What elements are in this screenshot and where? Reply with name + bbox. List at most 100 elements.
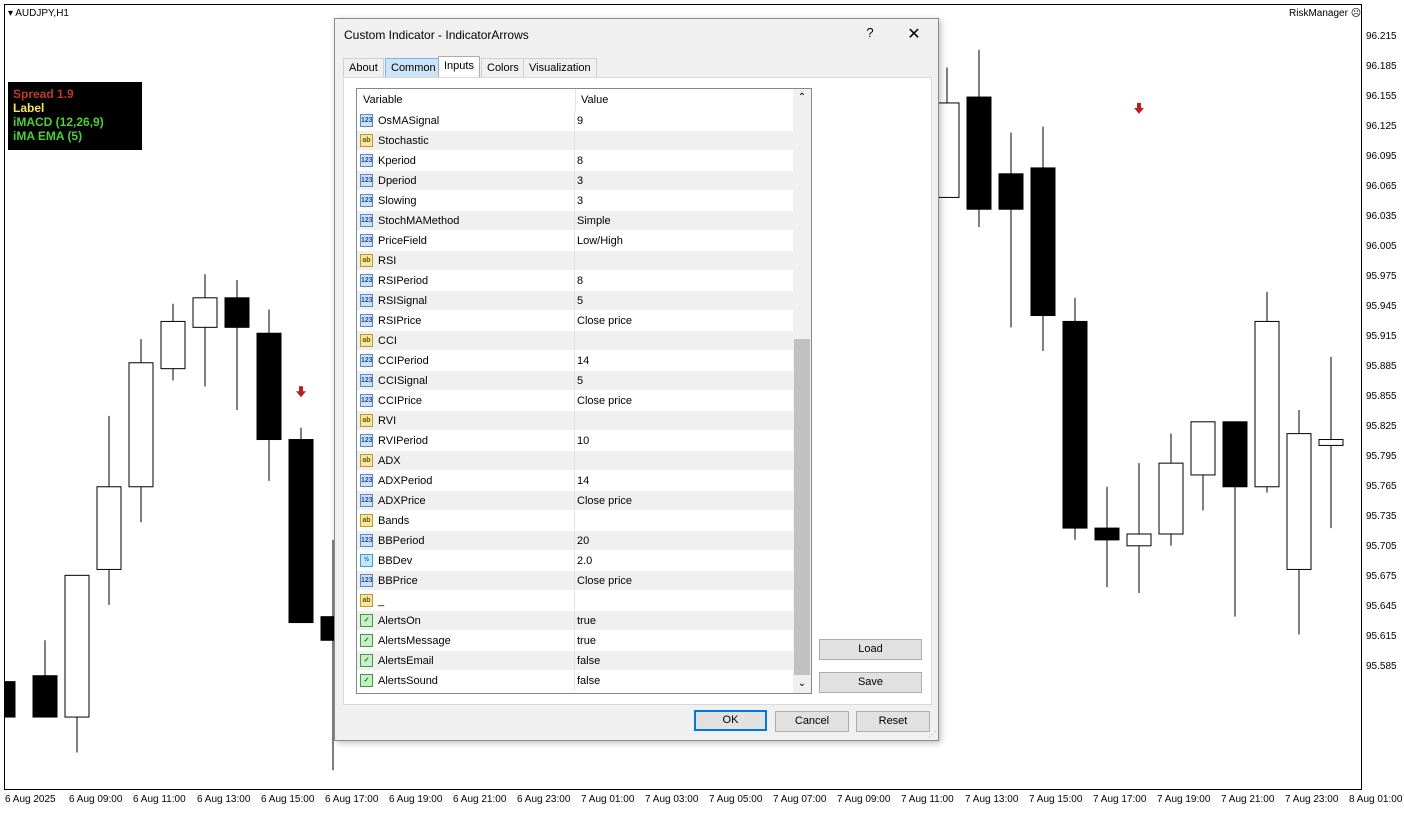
input-value[interactable]: Close price xyxy=(577,575,633,587)
header-value[interactable]: Value xyxy=(581,94,609,106)
input-value[interactable]: 20 xyxy=(577,535,590,547)
scroll-up-icon[interactable]: ⌃ xyxy=(797,92,807,103)
input-row[interactable]: ab_ xyxy=(357,591,793,611)
input-value[interactable]: Low/High xyxy=(577,235,623,247)
input-value[interactable]: true xyxy=(577,635,596,647)
bearish-candle xyxy=(288,439,314,624)
dialog-title: Custom Indicator - IndicatorArrows xyxy=(344,28,529,42)
scroll-thumb[interactable] xyxy=(794,339,810,675)
cancel-button[interactable]: Cancel xyxy=(775,711,849,732)
sell-arrow-icon xyxy=(1134,102,1144,114)
tab-about[interactable]: About xyxy=(343,58,384,77)
close-button[interactable]: ✕ xyxy=(907,26,921,43)
input-variable: Dperiod xyxy=(378,175,417,187)
scroll-down-icon[interactable]: ⌄ xyxy=(797,678,807,689)
column-divider xyxy=(574,671,575,691)
price-tick: 95.615 xyxy=(1366,631,1397,642)
input-variable: AlertsMessage xyxy=(378,635,451,647)
time-tick: 6 Aug 23:00 xyxy=(517,794,571,805)
time-tick: 7 Aug 01:00 xyxy=(581,794,635,805)
time-tick: 6 Aug 11:00 xyxy=(133,794,186,805)
input-value[interactable]: Close price xyxy=(577,395,633,407)
input-value[interactable]: Close price xyxy=(577,495,633,507)
input-value[interactable]: 2.0 xyxy=(577,555,593,567)
help-button[interactable]: ? xyxy=(866,25,874,40)
sell-arrow-icon xyxy=(296,386,306,398)
risk-manager-label[interactable]: RiskManager ☹ xyxy=(1289,8,1361,19)
input-row[interactable]: 123 Dperiod 3 xyxy=(357,171,793,191)
reset-button[interactable]: Reset xyxy=(856,711,930,732)
input-value[interactable]: 9 xyxy=(577,115,584,127)
input-value[interactable]: 14 xyxy=(577,355,590,367)
input-value[interactable]: 5 xyxy=(577,375,584,387)
bullish-candle xyxy=(64,574,90,718)
int-type-icon: 123 xyxy=(360,194,373,207)
symbol-label[interactable]: ▾ AUDJPY,H1 xyxy=(8,8,69,19)
ok-button[interactable]: OK xyxy=(694,710,767,731)
price-tick: 95.825 xyxy=(1366,421,1397,432)
tab-common[interactable]: Common xyxy=(385,58,442,77)
tab-inputs[interactable]: Inputs xyxy=(438,56,480,78)
input-value[interactable]: 8 xyxy=(577,155,584,167)
header-variable[interactable]: Variable xyxy=(363,94,403,106)
load-button[interactable]: Load xyxy=(819,639,922,660)
bool-type-icon: ✓ xyxy=(360,654,373,667)
bullish-candle xyxy=(128,362,154,488)
bearish-candle xyxy=(998,173,1024,210)
input-value[interactable]: 5 xyxy=(577,295,584,307)
input-value[interactable]: 14 xyxy=(577,475,590,487)
price-tick: 95.885 xyxy=(1366,361,1397,372)
int-type-icon: 123 xyxy=(360,174,373,187)
input-variable: BBPeriod xyxy=(378,535,425,547)
input-value[interactable]: false xyxy=(577,675,601,687)
vertical-scrollbar[interactable]: ⌃ ⌄ xyxy=(793,89,811,693)
input-value[interactable]: Close price xyxy=(577,315,633,327)
input-value[interactable]: true xyxy=(577,615,596,627)
input-value[interactable]: 8 xyxy=(577,275,584,287)
save-button[interactable]: Save xyxy=(819,672,922,693)
time-tick: 7 Aug 03:00 xyxy=(645,794,699,805)
input-variable: ADXPrice xyxy=(378,495,426,507)
input-value[interactable]: 3 xyxy=(577,175,584,187)
input-value[interactable]: 10 xyxy=(577,435,590,447)
input-variable: AlertsSound xyxy=(378,675,438,687)
header-divider[interactable] xyxy=(575,89,576,111)
tab-colors[interactable]: Colors xyxy=(481,58,525,77)
bullish-candle xyxy=(160,320,186,370)
input-value[interactable]: 3 xyxy=(577,195,584,207)
tab-visualization[interactable]: Visualization xyxy=(523,58,597,77)
resize-grip-icon[interactable]: ⋰ xyxy=(928,730,936,739)
input-value[interactable]: false xyxy=(577,655,601,667)
bearish-candle xyxy=(966,96,992,210)
input-value[interactable]: Simple xyxy=(577,215,611,227)
bullish-candle xyxy=(1286,433,1312,570)
